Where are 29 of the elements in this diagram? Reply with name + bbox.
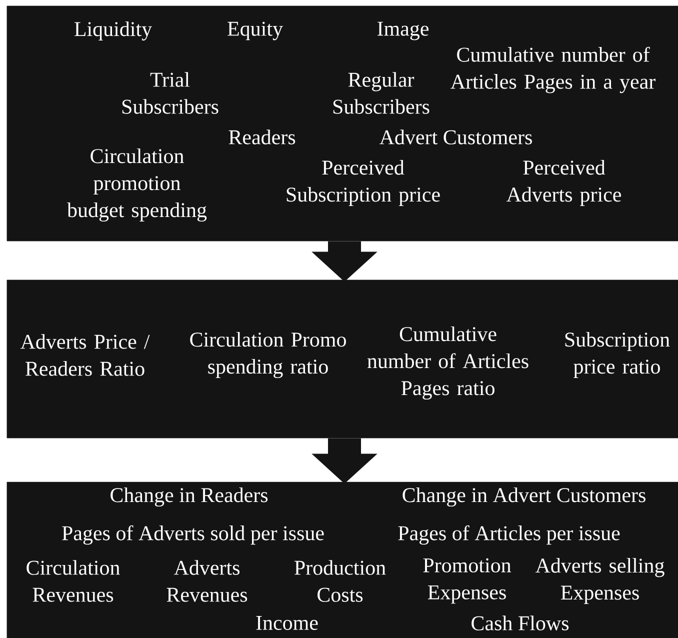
- variable-label: Cumulative number of Articles Pages in a year: [450, 46, 656, 94]
- variable-label: Subscription price ratio: [565, 332, 670, 378]
- variable-label: Adverts Price / Readers Ratio: [20, 334, 150, 376]
- variable-label: Circulation Promo spending ratio: [190, 332, 346, 378]
- variable-label: Regular Subscribers: [333, 72, 430, 114]
- panel: [6, 482, 678, 638]
- variable-label: Circulation promotion budget spending: [67, 148, 207, 222]
- variable-label: Pages of Adverts sold per issue: [62, 525, 324, 545]
- variable-label: Pages of Articles per issue: [398, 525, 620, 545]
- variable-label: Image: [378, 22, 429, 40]
- variable-label: Change in Advert Customers: [402, 487, 646, 507]
- variable-label: Cumulative number of Articles Pages ratio: [367, 326, 528, 400]
- variable-label: Production Costs: [294, 560, 386, 602]
- variable-label: Adverts Revenues: [166, 560, 248, 602]
- panel: [6, 6, 678, 242]
- variable-label: Change in Readers: [110, 487, 268, 507]
- variable-label: Trial Subscribers: [122, 72, 218, 114]
- variable-label: Promotion Expenses: [423, 558, 512, 604]
- variable-label: Liquidity: [74, 21, 152, 41]
- variable-label: Income: [256, 616, 318, 630]
- variable-label: Equity: [228, 22, 283, 40]
- variable-label: Advert Customers: [380, 130, 532, 144]
- variable-label: Perceived Subscription price: [286, 160, 440, 206]
- variable-label: Adverts selling Expenses: [535, 558, 664, 604]
- variable-label: Readers: [228, 130, 296, 144]
- variable-label: Perceived Adverts price: [506, 160, 621, 206]
- variable-label: Circulation Revenues: [26, 560, 120, 602]
- variable-label: Cash Flows: [472, 616, 569, 630]
- panel: [6, 280, 678, 438]
